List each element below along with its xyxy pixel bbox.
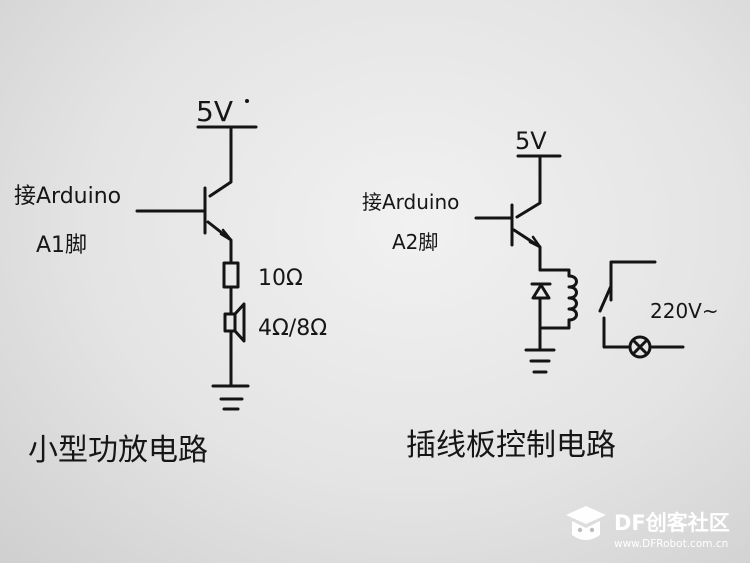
- left-input-label-line2: A1脚: [36, 233, 87, 258]
- left-collector-wire: [208, 125, 233, 198]
- load-voltage-label: 220V~: [650, 299, 719, 323]
- left-emitter-wire: [206, 220, 233, 265]
- left-supply-label: 5V: [196, 95, 233, 128]
- right-coil-bottom-wire: [538, 318, 571, 330]
- watermark-url: www.DFRobot.com.cn: [614, 538, 728, 550]
- right-load-wire-lower: [602, 316, 632, 349]
- left-caption: 小型功放电路: [28, 433, 208, 468]
- right-circuit: [474, 154, 685, 374]
- right-relay-contact-wire: [609, 260, 657, 302]
- dfrobot-logo-icon: [566, 506, 606, 540]
- left-supply-dot: [245, 99, 249, 103]
- right-lamp-cross-2: [631, 338, 649, 356]
- right-relay-coil: [567, 274, 578, 322]
- resistor-label: 10Ω: [258, 266, 303, 291]
- right-input-label-line1: 接Arduino: [362, 190, 459, 214]
- right-diode-triangle: [531, 283, 551, 300]
- speaker-label: 4Ω/8Ω: [258, 316, 327, 341]
- right-supply-label: 5V: [515, 127, 547, 155]
- right-transistor-arrow: [528, 235, 542, 249]
- right-emitter-wire: [512, 228, 542, 272]
- watermark: DF创客社区 www.DFRobot.com.cn: [566, 506, 730, 550]
- left-speaker-cone: [233, 302, 246, 343]
- left-transistor-arrow: [219, 228, 233, 242]
- left-input-label-line1: 接Arduino: [14, 184, 121, 209]
- right-input-label-line2: A2脚: [392, 230, 438, 254]
- left-circuit: [135, 125, 258, 411]
- left-resistor: [222, 261, 240, 289]
- right-coil-top-wire: [538, 268, 571, 278]
- right-caption: 插线板控制电路: [406, 428, 616, 463]
- right-relay-switch-arm: [598, 284, 613, 313]
- right-collector-wire: [515, 154, 542, 219]
- watermark-brand: DF创客社区: [614, 511, 730, 535]
